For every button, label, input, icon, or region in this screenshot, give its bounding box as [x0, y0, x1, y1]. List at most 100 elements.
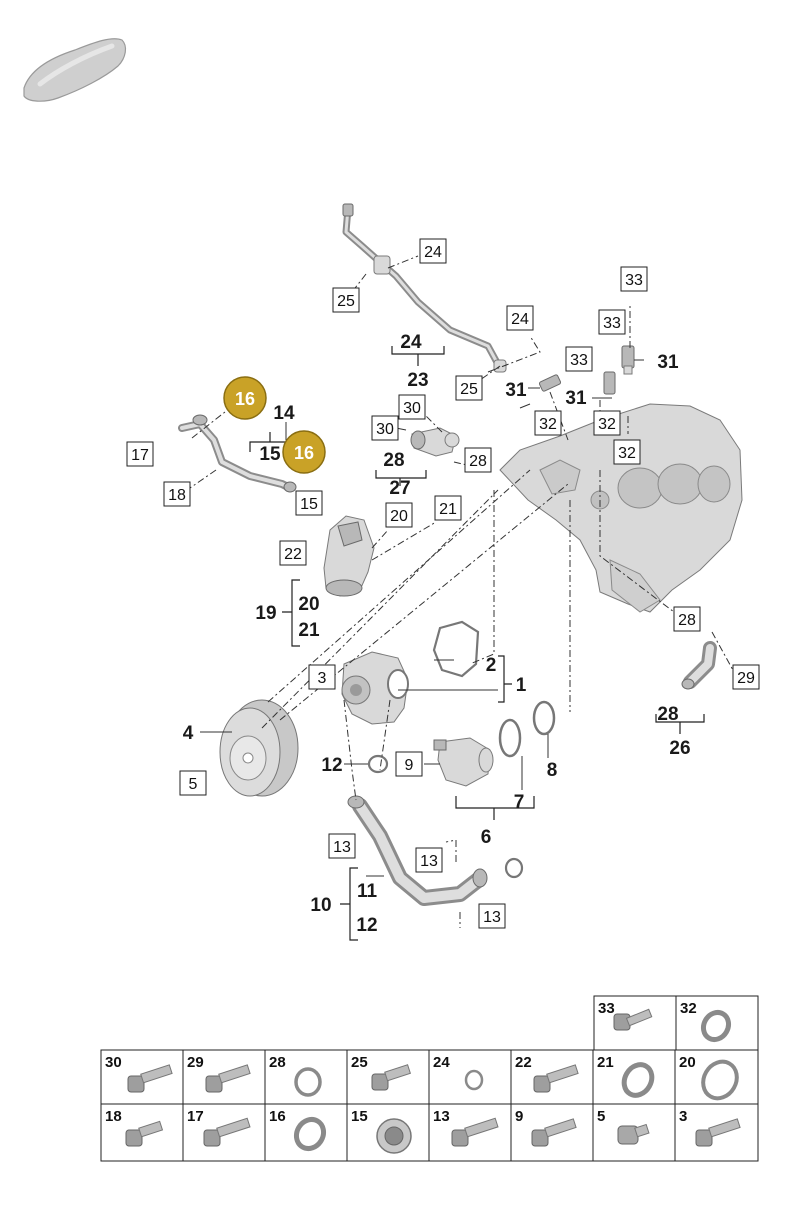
legend-cell-3[interactable]: 3 [674, 1103, 759, 1162]
legend-cell-21[interactable]: 21 [592, 1049, 676, 1105]
svg-text:30: 30 [105, 1054, 122, 1071]
callout-box-9[interactable]: 9 [395, 751, 423, 777]
svg-text:33: 33 [598, 1000, 615, 1017]
sensor-31-lower [603, 371, 616, 395]
callouts: 24 25 24 25 33 33 33 32 32 32 30 30 28 1… [126, 238, 760, 936]
callout-box-13-mid[interactable]: 13 [415, 847, 443, 873]
callout-10[interactable]: 10 [310, 895, 331, 916]
callout-4[interactable]: 4 [183, 723, 194, 744]
svg-text:28: 28 [469, 453, 487, 470]
legend-cell-13[interactable]: 13 [428, 1103, 512, 1162]
svg-text:29: 29 [737, 670, 755, 687]
callout-box-18[interactable]: 18 [163, 481, 191, 507]
legend-cell-25[interactable]: 25 [346, 1049, 430, 1105]
bolt-icon [203, 1117, 251, 1147]
callout-box-13-left[interactable]: 13 [328, 833, 356, 859]
callout-box-3[interactable]: 3 [308, 664, 336, 690]
callout-16-highlight-upper[interactable]: 16 [223, 376, 267, 420]
svg-text:32: 32 [598, 416, 616, 433]
svg-text:33: 33 [603, 315, 621, 332]
svg-text:33: 33 [625, 272, 643, 289]
callout-box-30-left[interactable]: 30 [371, 415, 399, 441]
callout-31-left[interactable]: 31 [505, 380, 527, 401]
bolt-icon [531, 1118, 577, 1147]
callout-box-20[interactable]: 20 [385, 502, 413, 528]
callout-19[interactable]: 19 [255, 603, 276, 624]
callout-15[interactable]: 15 [259, 444, 281, 465]
callout-box-33-mid[interactable]: 33 [598, 309, 626, 335]
callout-23[interactable]: 23 [407, 370, 428, 391]
callout-12-group[interactable]: 12 [356, 915, 377, 936]
legend-cell-30[interactable]: 30 [100, 1049, 184, 1105]
callout-box-28-engine[interactable]: 28 [464, 447, 492, 473]
callout-2[interactable]: 2 [486, 655, 497, 676]
callout-28-group[interactable]: 28 [383, 450, 404, 471]
callout-11[interactable]: 11 [357, 881, 378, 902]
legend-cell-18[interactable]: 18 [100, 1103, 184, 1162]
legend-row-1: 30 29 28 25 24 22 21 20 [100, 1049, 759, 1105]
callout-box-24-top[interactable]: 24 [419, 238, 447, 264]
bolt-icon [695, 1118, 741, 1147]
callout-box-24-right[interactable]: 24 [506, 305, 534, 331]
thermostat-housing-27 [410, 427, 460, 457]
svg-text:5: 5 [189, 776, 198, 793]
callout-box-5[interactable]: 5 [179, 770, 207, 796]
callout-box-32-left[interactable]: 32 [534, 410, 562, 436]
svg-text:32: 32 [539, 416, 557, 433]
legend-cell-5[interactable]: 5 [592, 1103, 676, 1162]
legend-cell-24[interactable]: 24 [428, 1049, 512, 1105]
callout-box-33-top[interactable]: 33 [620, 266, 648, 292]
callout-box-28-hose[interactable]: 28 [673, 606, 701, 632]
legend-cell-9[interactable]: 9 [510, 1103, 594, 1162]
svg-text:13: 13 [433, 1108, 450, 1125]
callout-box-33-left[interactable]: 33 [565, 346, 593, 372]
callout-box-22[interactable]: 22 [279, 540, 307, 566]
callout-14[interactable]: 14 [273, 403, 295, 424]
callout-26[interactable]: 26 [669, 738, 690, 759]
legend-cell-32[interactable]: 32 [675, 995, 759, 1051]
svg-text:25: 25 [460, 381, 478, 398]
callout-31-mid[interactable]: 31 [565, 388, 587, 409]
legend-cell-28[interactable]: 28 [264, 1049, 348, 1105]
callout-box-25-bottom[interactable]: 25 [455, 375, 483, 401]
callout-box-15[interactable]: 15 [295, 490, 323, 516]
bolt-icon [533, 1064, 579, 1093]
svg-text:15: 15 [351, 1108, 368, 1125]
callout-31-right[interactable]: 31 [657, 352, 679, 373]
legend-cell-29[interactable]: 29 [182, 1049, 266, 1105]
callout-7[interactable]: 7 [514, 792, 525, 813]
callout-12[interactable]: 12 [321, 755, 342, 776]
callout-6[interactable]: 6 [481, 827, 492, 848]
legend-cell-22[interactable]: 22 [510, 1049, 594, 1105]
callout-box-32-right[interactable]: 32 [613, 439, 641, 465]
water-pump [341, 651, 409, 725]
car-thumbnail-icon[interactable] [23, 38, 127, 102]
callout-28-hose-group[interactable]: 28 [657, 704, 678, 725]
callout-21[interactable]: 21 [298, 620, 320, 641]
bolt-icon [125, 1120, 164, 1147]
callout-1[interactable]: 1 [516, 675, 527, 696]
callout-27[interactable]: 27 [389, 478, 410, 499]
legend-cell-20[interactable]: 20 [674, 1049, 759, 1105]
callout-8[interactable]: 8 [547, 760, 558, 781]
callout-box-25-top[interactable]: 25 [332, 287, 360, 313]
callout-box-17[interactable]: 17 [126, 441, 154, 467]
svg-text:17: 17 [187, 1108, 204, 1125]
callout-20[interactable]: 20 [298, 594, 319, 615]
legend-cell-17[interactable]: 17 [182, 1103, 266, 1162]
callout-box-32-mid[interactable]: 32 [593, 410, 621, 436]
legend-cell-16[interactable]: 16 [264, 1103, 348, 1162]
seal-ring-icon [293, 1116, 327, 1152]
svg-text:22: 22 [284, 546, 302, 563]
callout-box-21[interactable]: 21 [434, 495, 462, 521]
callout-box-29[interactable]: 29 [732, 664, 760, 690]
thermostat-housing-19 [323, 515, 375, 597]
callout-24-group[interactable]: 24 [400, 332, 422, 353]
callout-box-13-right[interactable]: 13 [478, 903, 506, 929]
callout-box-30-top[interactable]: 30 [398, 394, 426, 420]
svg-text:18: 18 [105, 1108, 122, 1125]
legend-cell-15[interactable]: 15 [346, 1103, 430, 1162]
legend-cell-33[interactable]: 33 [593, 995, 677, 1051]
svg-text:32: 32 [618, 445, 636, 462]
callout-16-highlight-lower[interactable]: 16 [282, 430, 326, 474]
